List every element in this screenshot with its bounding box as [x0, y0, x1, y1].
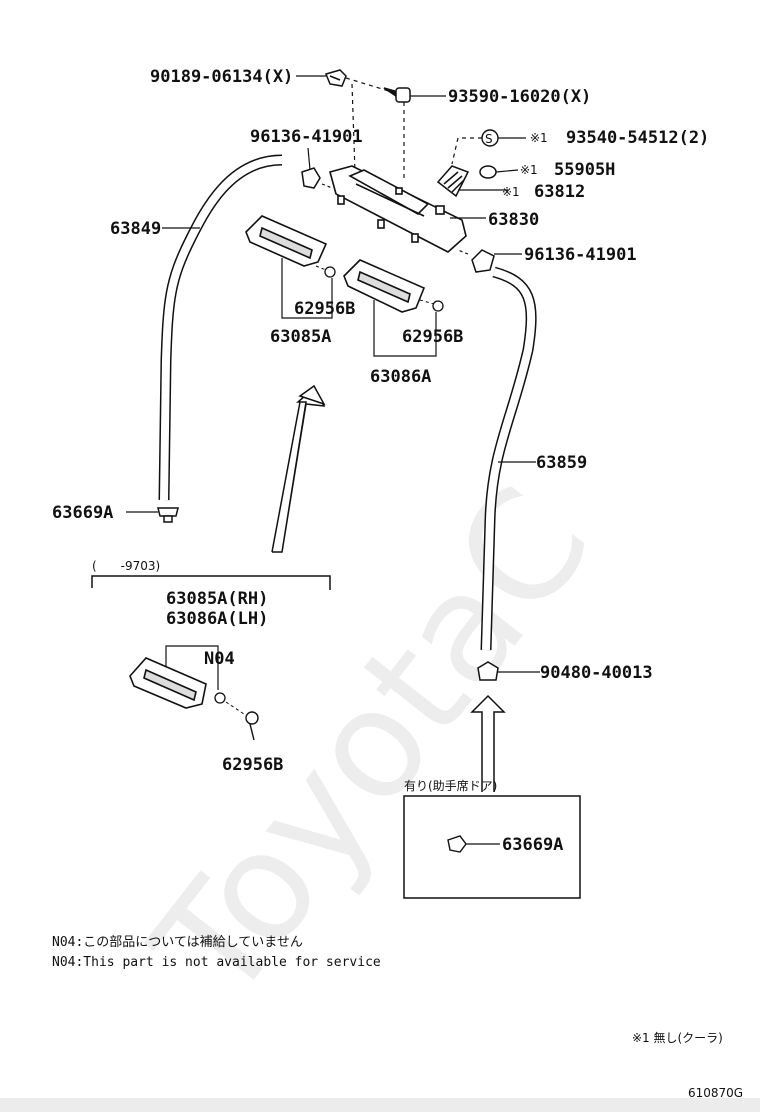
- lens-cover-63085a: [245, 215, 328, 267]
- clip-96136-left-icon: [301, 167, 321, 189]
- diagram-code: 610870G: [688, 1086, 743, 1100]
- label-93540: 93540-54512(2): [566, 128, 709, 148]
- label-63086a: 63086A: [370, 367, 431, 387]
- label-63669a: 63669A: [52, 503, 113, 523]
- label-rh: 63085A(RH): [166, 589, 268, 609]
- mark-1-c: ※1: [502, 185, 520, 199]
- label-n04: N04: [204, 649, 235, 669]
- clip-90189-icon: [324, 69, 347, 87]
- label-63830: 63830: [488, 210, 539, 230]
- lens-63812-icon: [436, 165, 470, 198]
- cap-55905h-icon: [479, 165, 497, 179]
- screw-93590-icon: [383, 87, 411, 103]
- screw-n04-icon: [214, 692, 226, 704]
- label-62956b-a: 62956B: [294, 299, 355, 319]
- label-63849: 63849: [110, 219, 161, 239]
- label-63085a: 63085A: [270, 327, 331, 347]
- footer-bar: [0, 1098, 760, 1112]
- hose-63849: [158, 154, 283, 501]
- label-90189: 90189-06134(X): [150, 67, 293, 87]
- label-63669a-box: 63669A: [502, 835, 563, 855]
- footnote: ※1 無し(クーラ): [632, 1030, 723, 1045]
- direction-arrow-up-2-icon: [470, 694, 506, 792]
- lens-cover-63086a: [343, 259, 426, 313]
- grommet-63669a-b-icon: [447, 835, 467, 853]
- note-en: N04:This part is not available for servi…: [52, 955, 381, 970]
- label-55905h: 55905H: [554, 160, 615, 180]
- screw-62956b-b-icon: [432, 300, 444, 312]
- option-box: [403, 795, 581, 899]
- lens-cover-detail: [129, 657, 207, 709]
- label-96136-right: 96136-41901: [524, 245, 637, 265]
- label-62956b-b: 62956B: [402, 327, 463, 347]
- option-box-title: 有り(助手席ドア): [404, 778, 497, 793]
- label-63859: 63859: [536, 453, 587, 473]
- grommet-63669a-icon: [157, 507, 179, 523]
- label-range: ( -9703): [92, 559, 160, 573]
- stop-lamp-housing-63830: [329, 165, 467, 253]
- label-62956b-c: 62956B: [222, 755, 283, 775]
- grommet-90480-icon: [477, 661, 499, 681]
- label-96136-left: 96136-41901: [250, 127, 363, 147]
- screw-62956b-a-icon: [324, 266, 336, 278]
- label-93590: 93590-16020(X): [448, 87, 591, 107]
- note-jp: N04:この部品については補給していません: [52, 935, 303, 950]
- s-symbol-label: S: [485, 132, 493, 146]
- label-63812: 63812: [534, 182, 585, 202]
- mark-1-a: ※1: [530, 131, 548, 145]
- label-lh: 63086A(LH): [166, 609, 268, 629]
- screw-62956b-c-icon: [245, 711, 259, 741]
- label-90480: 90480-40013: [540, 663, 653, 683]
- clip-96136-right-icon: [471, 249, 495, 273]
- mark-1-b: ※1: [520, 163, 538, 177]
